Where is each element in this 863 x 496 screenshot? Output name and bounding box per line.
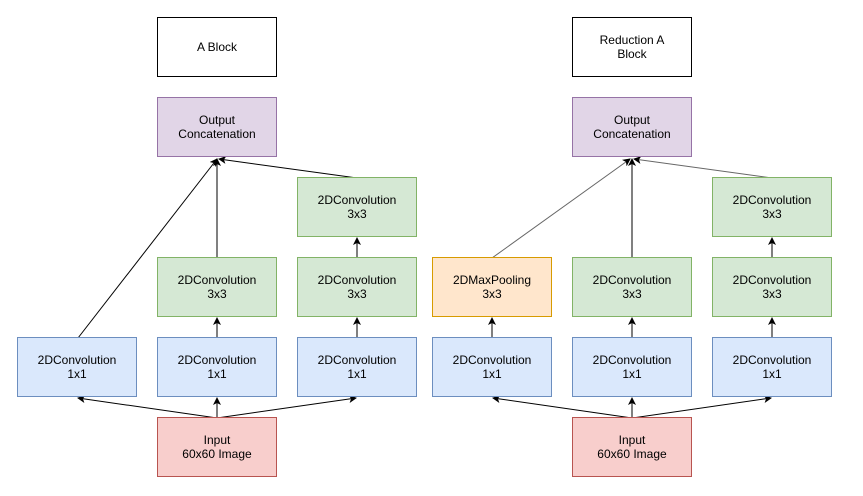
r-conv1x1-a-node: 2DConvolution 1x1 xyxy=(432,337,552,397)
input-node: Input 60x60 Image xyxy=(157,417,277,477)
output-concatenation-node: Output Concatenation xyxy=(157,97,277,157)
r-output-concatenation-node: Output Concatenation xyxy=(572,97,692,157)
reduction-a-block-title: Reduction A Block xyxy=(572,17,692,77)
arrow-r-input-to-conv1x1-c xyxy=(631,395,772,419)
r-conv3x3-b-node: 2DConvolution 3x3 xyxy=(572,257,692,317)
r-concat-label-line2: Concatenation xyxy=(593,127,671,141)
input-line2: 60x60 Image xyxy=(182,447,252,461)
arrow-input-to-conv1x1-c xyxy=(216,395,357,419)
r-conv3x3-b-line2: 3x3 xyxy=(622,287,642,301)
conv1x1-c-line1: 2DConvolution xyxy=(317,353,397,367)
pool-line1: 2DMaxPooling xyxy=(452,273,532,287)
r-input-line1: Input xyxy=(618,433,646,447)
arrow-r-input-to-pool xyxy=(492,395,633,419)
arrow-r-pool-to-concat xyxy=(491,158,631,259)
conv3x3-c1-line1: 2DConvolution xyxy=(317,273,397,287)
conv1x1-b-line1: 2DConvolution xyxy=(177,353,257,367)
reduction-title-line2: Block xyxy=(617,47,647,61)
conv1x1-a-line1: 2DConvolution xyxy=(37,353,117,367)
conv1x1-b-line2: 1x1 xyxy=(207,367,227,381)
r-concat-label-line1: Output xyxy=(613,113,651,127)
maxpooling-node: 2DMaxPooling 3x3 xyxy=(432,257,552,317)
arrow-input-to-conv1x1-a xyxy=(77,395,218,419)
conv3x3-c1-line2: 3x3 xyxy=(347,287,367,301)
r-conv3x3-c2-line2: 3x3 xyxy=(762,207,782,221)
conv1x1-a-line2: 1x1 xyxy=(67,367,87,381)
r-input-line2: 60x60 Image xyxy=(597,447,667,461)
conv3x3-b-line1: 2DConvolution xyxy=(177,273,257,287)
r-conv1x1-a-line2: 1x1 xyxy=(482,367,502,381)
a-block-title: A Block xyxy=(157,17,277,77)
r-conv1x1-b-node: 2DConvolution 1x1 xyxy=(572,337,692,397)
input-line1: Input xyxy=(203,433,231,447)
r-conv3x3-c2-line1: 2DConvolution xyxy=(732,193,812,207)
concat-label-line1: Output xyxy=(198,113,236,127)
conv3x3-b-line2: 3x3 xyxy=(207,287,227,301)
conv3x3-c2-line1: 2DConvolution xyxy=(317,193,397,207)
a-block-title-line1: A Block xyxy=(196,40,238,54)
concat-label-line2: Concatenation xyxy=(178,127,256,141)
conv3x3-c2-node: 2DConvolution 3x3 xyxy=(297,177,417,237)
r-conv3x3-c1-line2: 3x3 xyxy=(762,287,782,301)
arrow-conv1x1-a-to-concat xyxy=(77,158,218,339)
r-conv1x1-b-line1: 2DConvolution xyxy=(592,353,672,367)
r-conv3x3-c1-node: 2DConvolution 3x3 xyxy=(712,257,832,317)
r-input-node: Input 60x60 Image xyxy=(572,417,692,477)
conv3x3-b-node: 2DConvolution 3x3 xyxy=(157,257,277,317)
r-conv1x1-c-node: 2DConvolution 1x1 xyxy=(712,337,832,397)
r-conv1x1-c-line1: 2DConvolution xyxy=(732,353,812,367)
r-conv3x3-c1-line1: 2DConvolution xyxy=(732,273,812,287)
arrow-r-conv3x3-c2-to-concat xyxy=(633,155,773,179)
conv1x1-c-line2: 1x1 xyxy=(347,367,367,381)
conv1x1-a-node: 2DConvolution 1x1 xyxy=(17,337,137,397)
conv3x3-c2-line2: 3x3 xyxy=(347,207,367,221)
r-conv3x3-c2-node: 2DConvolution 3x3 xyxy=(712,177,832,237)
conv3x3-c1-node: 2DConvolution 3x3 xyxy=(297,257,417,317)
r-conv1x1-b-line2: 1x1 xyxy=(622,367,642,381)
r-conv1x1-a-line1: 2DConvolution xyxy=(452,353,532,367)
conv1x1-c-node: 2DConvolution 1x1 xyxy=(297,337,417,397)
arrow-conv3x3-c2-to-concat xyxy=(218,155,358,179)
reduction-title-line1: Reduction A xyxy=(599,33,665,47)
pool-line2: 3x3 xyxy=(482,287,502,301)
r-conv3x3-b-line1: 2DConvolution xyxy=(592,273,672,287)
conv1x1-b-node: 2DConvolution 1x1 xyxy=(157,337,277,397)
r-conv1x1-c-line2: 1x1 xyxy=(762,367,782,381)
